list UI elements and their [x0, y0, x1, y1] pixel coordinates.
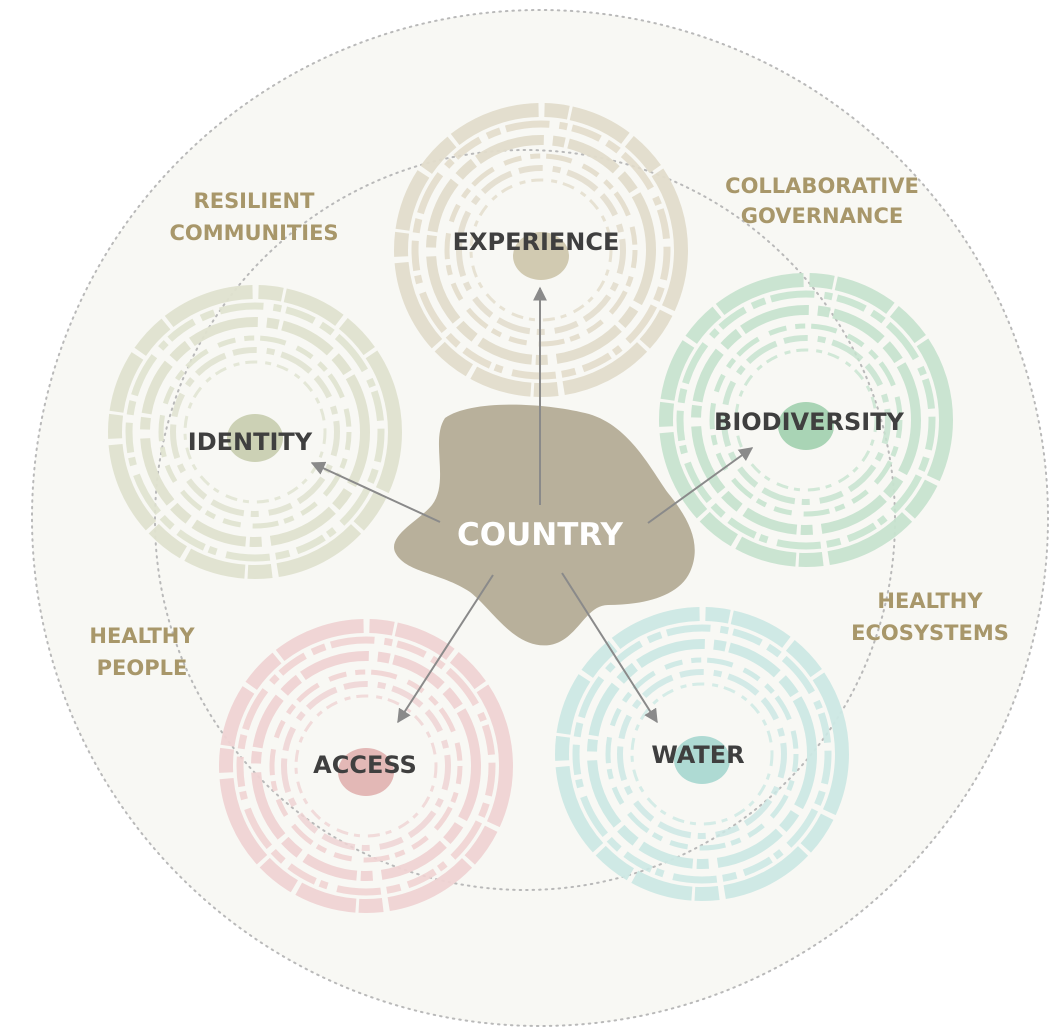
ring-node-water: [555, 607, 849, 901]
ring-node-identity: [108, 285, 402, 579]
country-blob: [394, 404, 695, 646]
theme-collaborative-governance: COLLABORATIVE GOVERNANCE: [725, 174, 919, 228]
node-label-experience: EXPERIENCE: [453, 228, 620, 256]
arrow-to-water: [561, 572, 658, 724]
arrows: [310, 286, 754, 724]
node-label-biodiversity: BIODIVERSITY: [714, 408, 905, 436]
ring-node-biodiversity: [659, 273, 953, 567]
theme-healthy-ecosystems-line-1: HEALTHY: [877, 589, 983, 613]
theme-resilient-communities-line-1: RESILIENT: [194, 189, 316, 213]
node-label-water: WATER: [651, 741, 744, 769]
theme-collaborative-governance-line-2: GOVERNANCE: [741, 204, 903, 228]
arrow-to-biodiversity: [647, 447, 754, 524]
theme-healthy-people-line-2: PEOPLE: [97, 656, 188, 680]
theme-collaborative-governance-line-1: COLLABORATIVE: [725, 174, 919, 198]
nodes-layer: [108, 103, 953, 913]
arrow-to-identity: [310, 461, 441, 523]
theme-healthy-people-line-1: HEALTHY: [89, 624, 195, 648]
country-label: COUNTRY: [457, 517, 624, 553]
theme-healthy-people: HEALTHY PEOPLE: [89, 624, 195, 680]
node-label-identity: IDENTITY: [188, 428, 313, 456]
ring-node-access: [219, 619, 513, 913]
theme-resilient-communities: RESILIENT COMMUNITIES: [169, 189, 338, 245]
theme-healthy-ecosystems-line-2: ECOSYSTEMS: [851, 621, 1009, 645]
theme-resilient-communities-line-2: COMMUNITIES: [169, 221, 338, 245]
arrow-to-access: [397, 574, 494, 724]
node-label-access: ACCESS: [313, 751, 417, 779]
theme-healthy-ecosystems: HEALTHY ECOSYSTEMS: [851, 589, 1009, 645]
